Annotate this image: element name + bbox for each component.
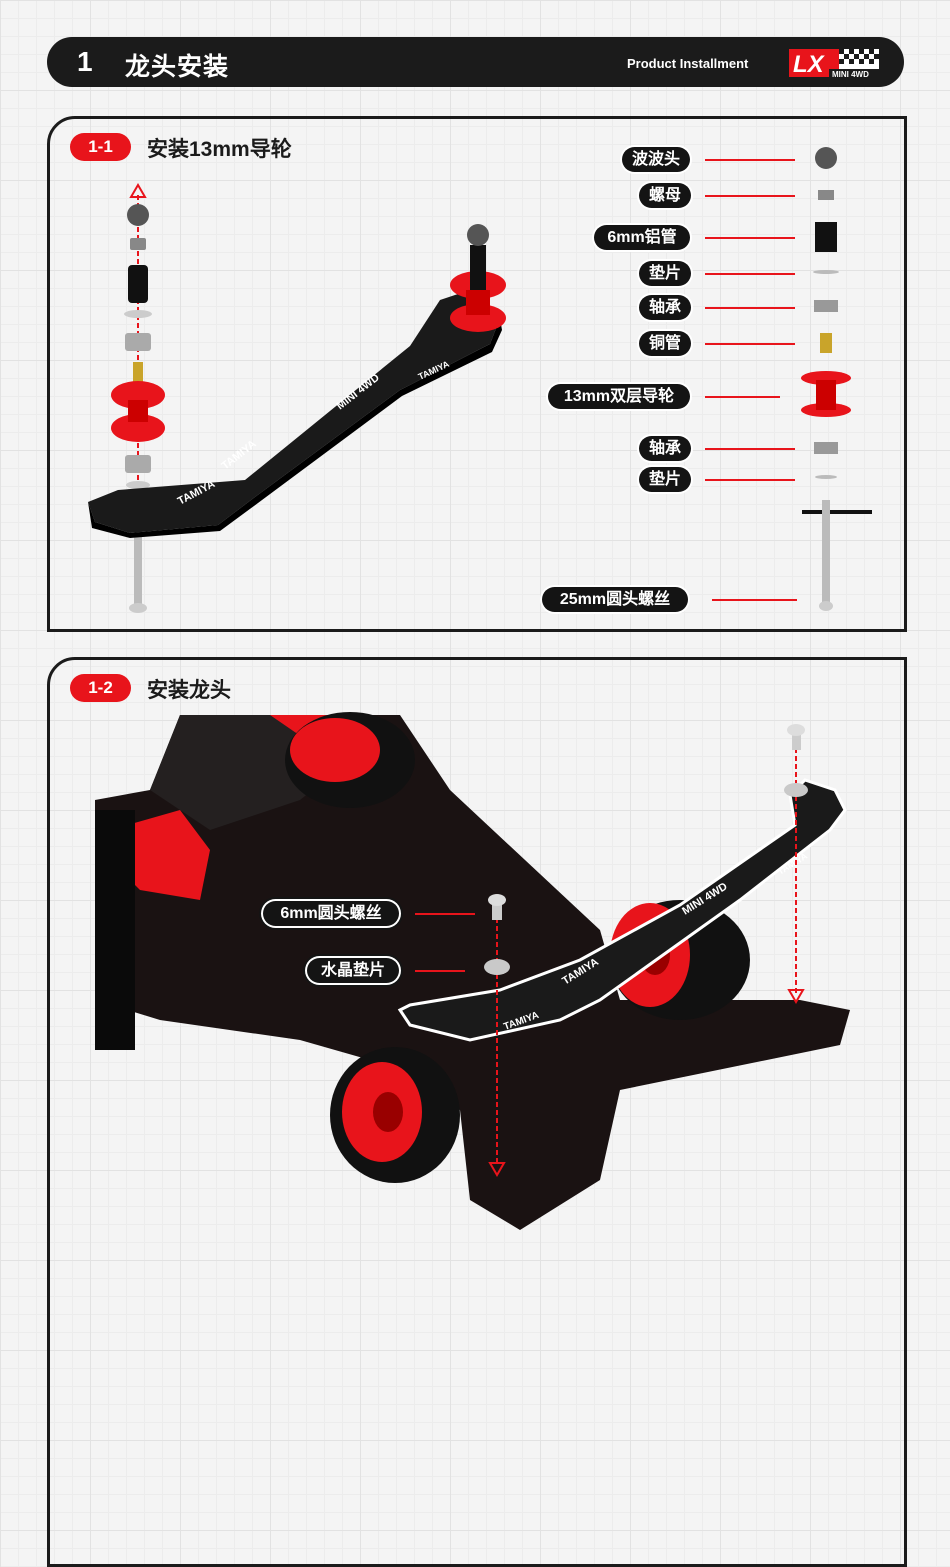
step-number: 1 bbox=[77, 46, 93, 77]
leader-line bbox=[705, 273, 795, 275]
up-arrow-icon bbox=[129, 183, 147, 198]
bearing-part-2 bbox=[125, 455, 151, 473]
page-subtitle: Product Installment bbox=[627, 56, 749, 71]
section-2-badge: 1-2 bbox=[70, 674, 131, 702]
leader-line bbox=[705, 195, 795, 197]
page-header: 1 龙头安装 Product Installment LX MINI 4WD bbox=[47, 37, 904, 87]
section-2-panel bbox=[47, 657, 907, 1567]
label-bearing: 轴承 bbox=[639, 295, 691, 320]
section-1-title: 安装13mm导轮 bbox=[147, 138, 292, 161]
leader-line bbox=[415, 970, 465, 972]
leader-line bbox=[705, 396, 780, 398]
logo-text: MINI 4WD bbox=[832, 70, 869, 79]
ball-head-icon bbox=[815, 147, 837, 169]
label-guide-roller: 13mm双层导轮 bbox=[548, 384, 690, 409]
section-1-illustration: TAMIYA TAMIYA MINI 4WD TAMIYA bbox=[88, 147, 872, 613]
bearing-part bbox=[125, 333, 151, 351]
label-ball-head: 波波头 bbox=[622, 147, 690, 172]
label-aluminum-tube: 6mm铝管 bbox=[594, 225, 690, 250]
label-screw-25mm: 25mm圆头螺丝 bbox=[542, 587, 688, 612]
label-brass-tube: 铜管 bbox=[639, 331, 691, 356]
logo-letters: LX bbox=[793, 51, 826, 78]
plate-brand-text-2: TAMIYA bbox=[219, 438, 258, 472]
leader-line bbox=[415, 913, 475, 915]
nut-part bbox=[130, 238, 146, 250]
section-2-title: 安装龙头 bbox=[147, 679, 231, 702]
label-6mm-screw: 6mm圆头螺丝 bbox=[263, 901, 399, 926]
leader-line bbox=[705, 479, 795, 481]
leader-line bbox=[712, 599, 797, 601]
brass-tube-part bbox=[133, 362, 143, 390]
label-washer: 垫片 bbox=[639, 261, 691, 286]
section-1-badge: 1-1 bbox=[70, 133, 131, 161]
leader-line bbox=[705, 159, 795, 161]
brand-logo: LX MINI 4WD bbox=[789, 49, 879, 79]
leader-line bbox=[705, 237, 795, 239]
leader-line bbox=[705, 343, 795, 345]
label-crystal-washer: 水晶垫片 bbox=[307, 958, 399, 983]
leader-line bbox=[705, 448, 795, 450]
ball-head-part bbox=[127, 204, 149, 226]
section-1-panel bbox=[47, 116, 907, 632]
screw-part bbox=[134, 510, 142, 608]
roller-part bbox=[111, 381, 165, 409]
page-title: 龙头安装 bbox=[125, 53, 230, 81]
washer-part bbox=[124, 310, 152, 318]
label-washer-2: 垫片 bbox=[639, 467, 691, 492]
label-bearing-2: 轴承 bbox=[639, 436, 691, 461]
carbon-plate bbox=[88, 290, 500, 533]
leader-line bbox=[705, 307, 795, 309]
aluminum-tube-part bbox=[128, 265, 148, 303]
label-nut: 螺母 bbox=[639, 183, 691, 208]
